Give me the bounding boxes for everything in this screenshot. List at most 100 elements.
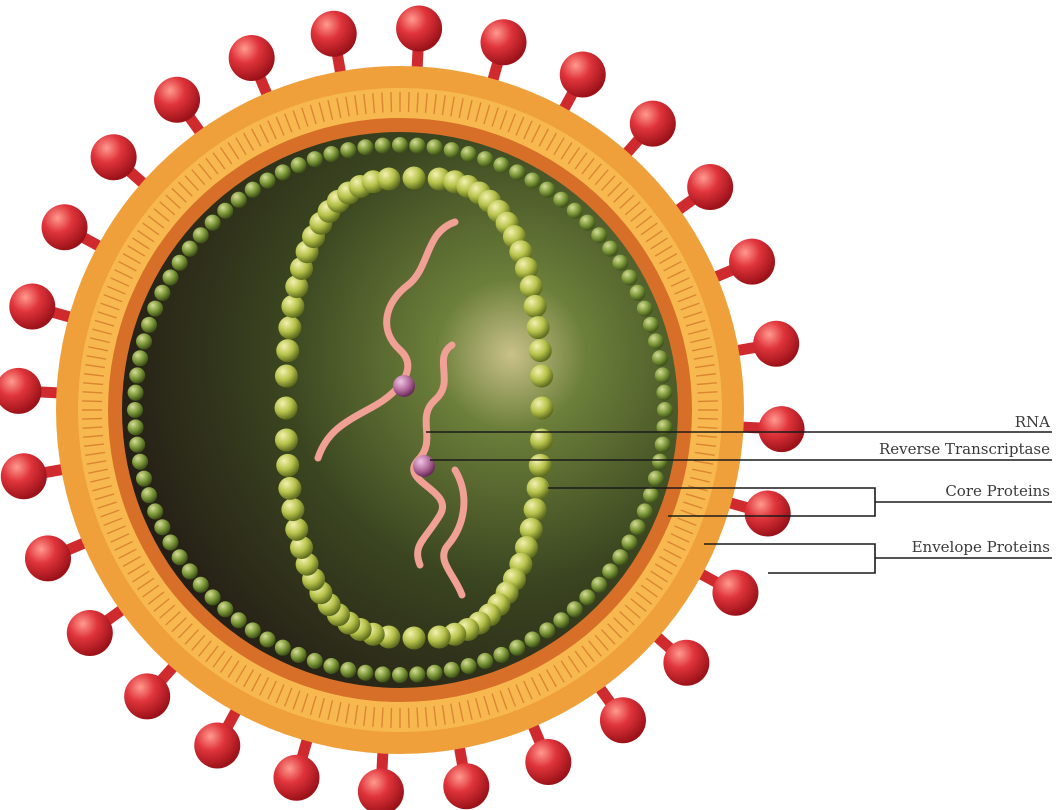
matrix-bead [525,173,541,189]
bilayer-tick [409,92,410,112]
capsid-bead [285,518,308,541]
matrix-bead [129,367,145,383]
matrix-bead [182,241,198,257]
capsid-bead [527,477,550,500]
matrix-bead [579,215,595,231]
capsid-bead [281,295,304,318]
bilayer-tick [82,401,102,402]
reverse-transcriptase-enzyme-1 [393,375,415,397]
capsid-bead [530,365,553,388]
matrix-bead [591,577,607,593]
matrix-bead [307,653,323,669]
matrix-bead [612,549,628,565]
matrix-bead [231,192,247,208]
matrix-bead [129,437,145,453]
matrix-bead [291,647,307,663]
spike-head [194,722,240,768]
matrix-bead [163,535,179,551]
matrix-bead [141,317,157,333]
matrix-bead [136,333,152,349]
matrix-bead [147,503,163,519]
matrix-bead [579,589,595,605]
capsid-bead [524,498,547,521]
capsid-bead [275,428,298,451]
reverse-transcriptase-enzyme-2 [413,455,435,477]
bilayer-tick [698,401,718,402]
spike-head [0,368,41,414]
matrix-bead [591,227,607,243]
virion-interior [122,132,678,688]
reverse-transcriptase-label: Reverse Transcriptase [879,440,1050,458]
matrix-bead [553,192,569,208]
matrix-bead [132,454,148,470]
matrix-bead [509,164,525,180]
capsid-bead [275,397,298,420]
matrix-bead [444,662,460,678]
capsid-bead [278,316,301,339]
matrix-bead [275,164,291,180]
matrix-bead [567,601,583,617]
core-proteins-label: Core Proteins [945,482,1050,500]
matrix-bead [323,146,339,162]
matrix-bead [643,317,659,333]
bilayer-tick [391,92,392,112]
matrix-bead [656,419,672,435]
matrix-bead [154,285,170,301]
matrix-bead [128,419,144,435]
spike-head [396,5,442,51]
capsid-bead [276,454,299,477]
matrix-bead [205,589,221,605]
spike-head [311,11,357,57]
capsid-bead [524,295,547,318]
matrix-bead [612,255,628,271]
spike-head [443,763,489,809]
matrix-bead [655,437,671,453]
spike-head [687,164,733,210]
rna-label: RNA [1015,413,1050,431]
matrix-bead [637,301,653,317]
matrix-bead [648,471,664,487]
spike-head [1,453,47,499]
spike-head [273,755,319,801]
bilayer-tick [82,419,102,420]
bilayer-tick [391,708,392,728]
matrix-bead [477,151,493,167]
matrix-bead [375,138,391,154]
capsid-bead [527,316,550,339]
spike-head [745,491,791,537]
matrix-bead [621,270,637,286]
matrix-bead [154,519,170,535]
spike-head [753,321,799,367]
matrix-bead [231,612,247,628]
spike-head [91,134,137,180]
matrix-bead [357,139,373,155]
capsid-bead [377,167,400,190]
spike-head [600,697,646,743]
matrix-bead [657,402,673,418]
spike-head [759,406,805,452]
matrix-bead [357,665,373,681]
matrix-bead [217,203,233,219]
spike-head [25,535,71,581]
matrix-bead [525,631,541,647]
matrix-bead [127,402,143,418]
matrix-bead [340,662,356,678]
matrix-bead [141,487,157,503]
spike-head [358,769,404,810]
matrix-bead [172,549,188,565]
matrix-bead [260,631,276,647]
matrix-bead [539,182,555,198]
matrix-bead [553,612,569,628]
capsid-bead [403,167,426,190]
matrix-bead [340,142,356,158]
capsid-bead [531,397,554,420]
matrix-bead [656,385,672,401]
matrix-bead [132,350,148,366]
matrix-bead [643,487,659,503]
matrix-bead [539,622,555,638]
matrix-bead [444,142,460,158]
matrix-bead [461,658,477,674]
matrix-bead [182,563,198,579]
matrix-bead [245,182,261,198]
